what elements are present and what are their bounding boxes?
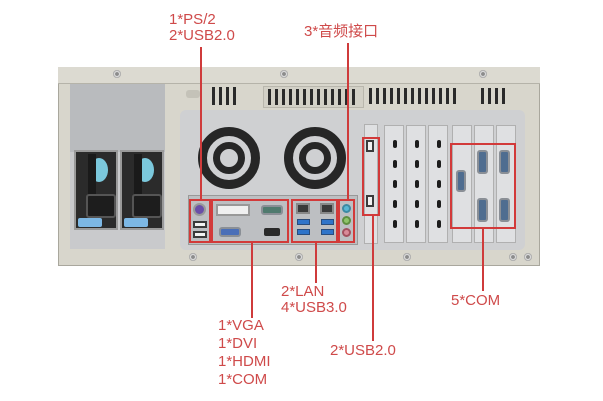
screw xyxy=(509,253,517,261)
fan-hub xyxy=(299,142,331,174)
psu-latch[interactable] xyxy=(124,218,148,227)
com-port-expansion[interactable] xyxy=(477,150,488,174)
usb3-port[interactable] xyxy=(297,229,310,235)
fan-hub xyxy=(213,142,245,174)
screw xyxy=(280,70,288,78)
label-vga: 1*VGA xyxy=(218,317,264,334)
label-ps2: 1*PS/2 xyxy=(169,11,216,28)
dvi-port[interactable] xyxy=(216,204,250,216)
hdmi-port[interactable] xyxy=(264,228,280,236)
vent-group-center xyxy=(263,86,364,108)
com-port-expansion[interactable] xyxy=(499,198,510,222)
leader-line-video xyxy=(251,243,253,318)
screw xyxy=(479,70,487,78)
screw xyxy=(295,253,303,261)
usb3-port[interactable] xyxy=(321,229,334,235)
fan-grille-icon xyxy=(198,127,260,189)
vent-group-left xyxy=(212,87,242,107)
highlight-usb2-expansion xyxy=(362,137,380,216)
com-port-expansion[interactable] xyxy=(456,170,466,192)
label-hdmi: 1*HDMI xyxy=(218,353,271,370)
screw xyxy=(524,253,532,261)
audio-line-out-jack[interactable] xyxy=(342,216,351,225)
expansion-slot-blank xyxy=(406,125,426,243)
highlight-com-expansion xyxy=(450,143,516,229)
psu-module-1 xyxy=(74,150,118,230)
psu-module-2 xyxy=(120,150,164,230)
label-usb2-top: 2*USB2.0 xyxy=(169,27,235,44)
psu-blank-plate xyxy=(70,84,165,152)
label-audio: 3*音频接口 xyxy=(304,23,379,40)
highlight-lan-usb3 xyxy=(291,199,338,243)
label-dvi: 1*DVI xyxy=(218,335,258,352)
highlight-ps2-usb xyxy=(189,199,211,243)
leader-line-audio xyxy=(347,43,349,199)
kensington-slot-icon xyxy=(186,90,200,98)
expansion-slot-blank xyxy=(384,125,404,243)
screw xyxy=(403,253,411,261)
label-usb3: 4*USB3.0 xyxy=(281,299,347,316)
usb2-port[interactable] xyxy=(366,140,374,152)
usb3-port[interactable] xyxy=(321,219,334,225)
vga-port[interactable] xyxy=(219,227,241,237)
chassis-top-band xyxy=(58,67,540,84)
audio-line-in-jack[interactable] xyxy=(342,204,351,213)
com-port-expansion[interactable] xyxy=(477,198,488,222)
audio-mic-jack[interactable] xyxy=(342,228,351,237)
com-port-onboard[interactable] xyxy=(261,205,283,215)
lan-port[interactable] xyxy=(320,203,334,214)
power-socket-icon xyxy=(132,194,162,218)
usb2-port[interactable] xyxy=(193,231,207,238)
highlight-video-com xyxy=(211,199,289,243)
vent-group-far-right xyxy=(481,86,515,106)
power-socket-icon xyxy=(86,194,116,218)
leader-line-com xyxy=(482,229,484,291)
leader-line-usb2 xyxy=(372,216,374,341)
usb2-port[interactable] xyxy=(366,195,374,207)
label-com-expansion: 5*COM xyxy=(451,292,501,309)
label-usb2-bottom: 2*USB2.0 xyxy=(330,342,396,359)
leader-line-lan xyxy=(315,243,317,283)
screw xyxy=(189,253,197,261)
com-port-expansion[interactable] xyxy=(499,150,510,174)
label-com-onboard: 1*COM xyxy=(218,371,268,388)
fan-grille-icon xyxy=(284,127,346,189)
screw xyxy=(113,70,121,78)
usb3-port[interactable] xyxy=(297,219,310,225)
expansion-slot-blank xyxy=(428,125,448,243)
vent-group-right xyxy=(369,86,465,106)
lan-port[interactable] xyxy=(296,203,310,214)
psu-latch[interactable] xyxy=(78,218,102,227)
label-lan: 2*LAN xyxy=(281,283,325,300)
highlight-audio xyxy=(338,199,355,243)
leader-line-ps2-usb xyxy=(200,47,202,199)
ps2-port[interactable] xyxy=(193,203,206,216)
usb2-port[interactable] xyxy=(193,221,207,228)
